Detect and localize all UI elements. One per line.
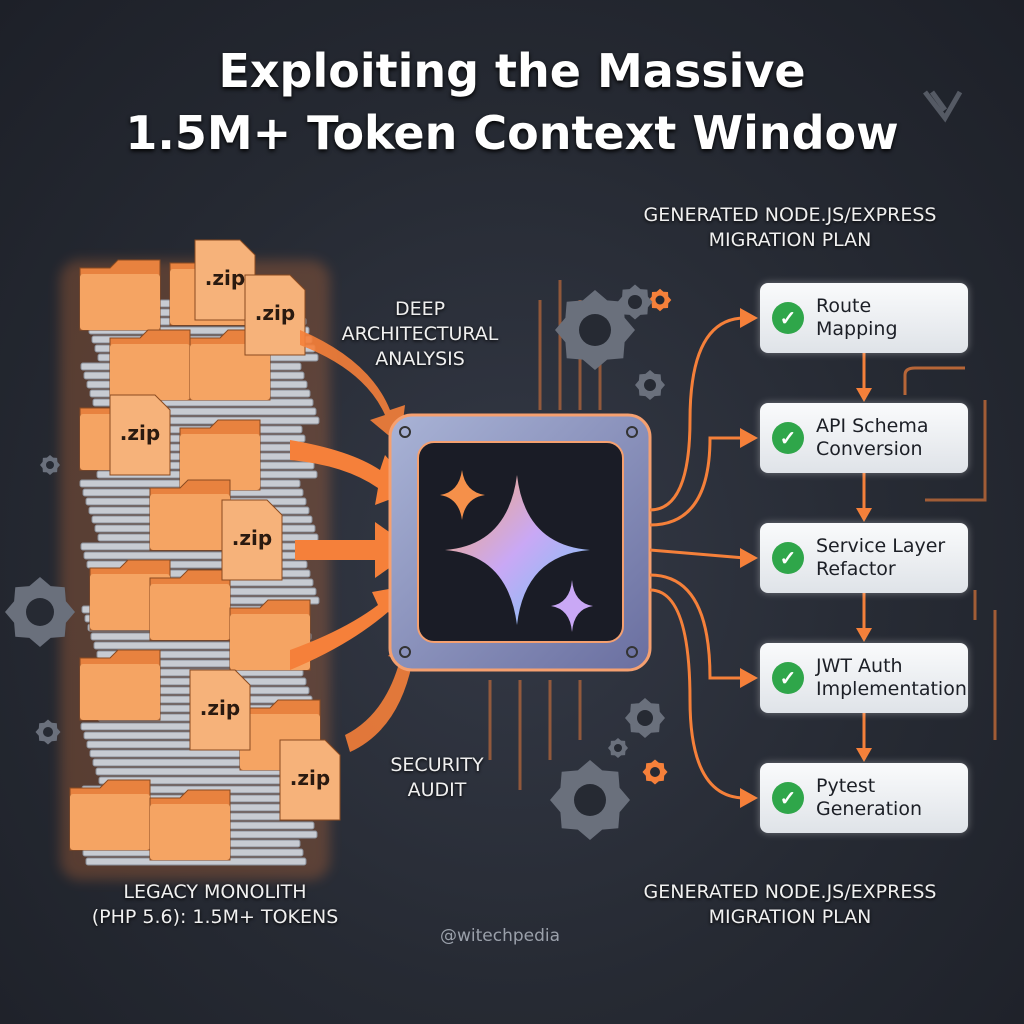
step-title: Mapping <box>816 318 898 340</box>
gear-icon <box>635 370 665 400</box>
zip-file-icon: .zip <box>194 239 256 321</box>
gear-icon <box>617 284 653 320</box>
legacy-file-stack: .zip .zip .zip .zip .zip .zip <box>60 239 341 880</box>
svg-text:.zip: .zip <box>290 766 330 790</box>
gear-icon <box>550 760 630 840</box>
step-title: JWT Auth <box>816 655 903 677</box>
step-arrowheads <box>740 308 872 808</box>
zip-file-icon: .zip <box>279 739 341 821</box>
gear-icon <box>642 759 668 785</box>
zip-file-icon: .zip <box>189 669 251 751</box>
sparkle-icon <box>445 475 590 625</box>
check-icon: ✓ <box>772 302 804 334</box>
step-title: Refactor <box>816 558 896 580</box>
gear-icon <box>608 738 628 758</box>
zip-file-icon: .zip <box>109 394 171 476</box>
step-title: API Schema <box>816 415 929 437</box>
folder-icon <box>149 569 231 641</box>
gear-icon <box>555 290 635 370</box>
page-title: Exploiting the Massive 1.5M+ Token Conte… <box>125 44 899 160</box>
svg-text:.zip: .zip <box>120 421 160 445</box>
gear-icon <box>648 288 672 312</box>
gear-icon <box>35 719 61 745</box>
folder-icon <box>149 479 231 551</box>
gear-icon <box>625 698 665 738</box>
sparkle-icon <box>440 470 485 520</box>
folder-icon <box>79 649 161 721</box>
step-title: Conversion <box>816 438 923 460</box>
output-connectors <box>488 280 997 800</box>
legacy-monolith-label: LEGACY MONOLITH(PHP 5.6): 1.5M+ TOKENS <box>91 881 339 928</box>
step-title: Pytest <box>816 775 876 797</box>
zip-file-icon: .zip <box>221 499 283 581</box>
step-title: Service Layer <box>816 535 946 557</box>
step-title: Generation <box>816 798 922 820</box>
gear-icon <box>5 577 75 647</box>
folder-icon <box>149 789 231 861</box>
sparkle-icon <box>551 580 593 632</box>
check-icon: ✓ <box>772 662 804 694</box>
folder-icon <box>189 329 271 401</box>
check-icon: ✓ <box>772 542 804 574</box>
folder-icon <box>109 329 191 401</box>
step-title: Route <box>816 295 872 317</box>
watermark: @witechpedia <box>440 926 561 946</box>
svg-text:.zip: .zip <box>205 266 245 290</box>
gear-icon <box>40 455 60 475</box>
check-icon: ✓ <box>772 782 804 814</box>
check-icon: ✓ <box>772 422 804 454</box>
gear-icons <box>5 284 672 840</box>
folder-icon <box>69 779 151 851</box>
folder-icon <box>179 419 261 491</box>
step-title: Implementation <box>816 678 967 700</box>
svg-text:.zip: .zip <box>232 526 272 550</box>
svg-text:.zip: .zip <box>200 696 240 720</box>
folder-icon <box>79 259 161 331</box>
zip-file-icon: .zip <box>244 274 306 356</box>
svg-text:.zip: .zip <box>255 301 295 325</box>
